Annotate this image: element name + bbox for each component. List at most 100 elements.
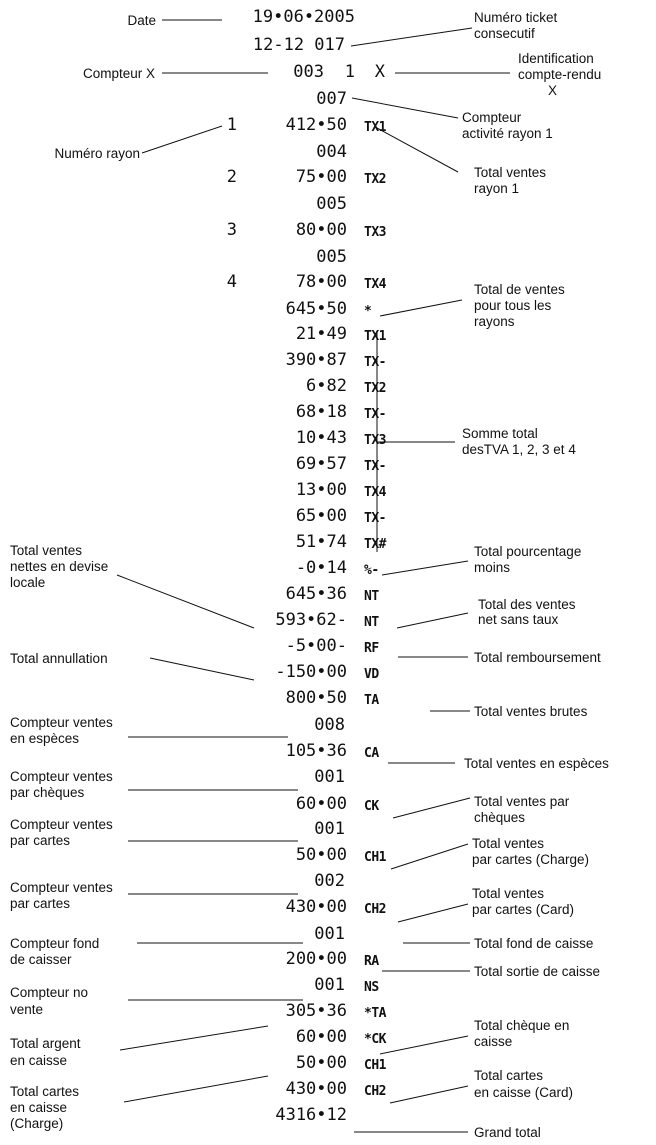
receipt-value: 10•43 <box>295 428 347 448</box>
label-cpt-fond-1: Compteur fond <box>10 936 100 951</box>
label-cartes-caisse-card-1: Total cartes <box>474 1068 544 1083</box>
label-sans-taux-1: Total des ventes <box>478 597 576 612</box>
receipt-value: 105•36 <box>285 741 347 761</box>
label-annullation: Total annullation <box>10 651 108 666</box>
label-activite-2: activité rayon 1 <box>462 126 553 141</box>
label-cpt-novente-1: Compteur no <box>10 985 89 1000</box>
receipt-value: 412•50 <box>285 115 347 135</box>
receipt-value: 68•18 <box>295 402 347 422</box>
receipt-value: 65•00 <box>295 506 347 526</box>
label-cartes-caisse-card-2: en caisse (Card) <box>474 1085 574 1100</box>
receipt-value: 002 <box>314 871 345 891</box>
label-ventes-nettes-2: nettes en devise <box>10 559 109 574</box>
label-pourcentage-2: moins <box>474 560 511 575</box>
receipt-value: 305•36 <box>285 1001 347 1021</box>
receipt-code: CA <box>364 746 379 761</box>
receipt-value: 005 <box>316 247 347 267</box>
receipt-code: CH1 <box>364 1058 386 1073</box>
label-cartes-charge-1: Total cartes <box>10 1084 80 1099</box>
label-cartes-card-1: Total ventes <box>472 886 545 901</box>
receipt-value: 001 <box>314 975 345 995</box>
receipt-code: TX2 <box>364 381 386 396</box>
receipt-code: TX- <box>364 355 386 370</box>
dept-number: 4 <box>226 272 237 292</box>
label-tous-rayons-2: pour tous les <box>474 298 552 313</box>
label-somme-tva-1: Somme total <box>462 426 538 441</box>
receipt-value: 50•00 <box>295 845 347 865</box>
dept-number: 3 <box>226 220 237 240</box>
receipt-value: 51•74 <box>295 532 347 552</box>
label-compteur-x: Compteur X <box>82 66 155 81</box>
receipt-value: 005 <box>316 194 347 214</box>
label-cpt-cartes2-1: Compteur ventes <box>10 880 113 895</box>
receipt-value: 75•00 <box>295 167 347 187</box>
receipt-code: %- <box>364 563 379 578</box>
receipt-code: TX3 <box>364 433 386 448</box>
label-numero-rayon: Numéro rayon <box>54 146 140 161</box>
label-tous-rayons-3: rayons <box>474 314 515 329</box>
receipt-code: TX1 <box>364 329 386 344</box>
receipt-code: CH2 <box>364 902 386 917</box>
label-especes: Total ventes en espèces <box>464 756 609 771</box>
receipt-code: TX2 <box>364 172 386 187</box>
compteur-x-mark: X <box>374 62 385 82</box>
receipt-code: NT <box>364 615 379 630</box>
receipt-value: 645•50 <box>285 299 347 319</box>
label-argent-2: en caisse <box>10 1053 68 1068</box>
label-ticket-1: Numéro ticket <box>474 10 558 25</box>
receipt-code: TX4 <box>364 277 386 292</box>
label-ident-2: compte-rendu <box>518 67 602 82</box>
receipt-value: 13•00 <box>295 480 347 500</box>
label-cartes-charge-2: en caisse <box>10 1100 68 1115</box>
receipt-code: CH1 <box>364 850 386 865</box>
receipt-code: NT <box>364 589 379 604</box>
receipt-code: TX4 <box>364 485 386 500</box>
label-cpt-cartes1-1: Compteur ventes <box>10 817 113 832</box>
label-argent-1: Total argent <box>10 1036 81 1051</box>
receipt-value: 593•62- <box>275 610 347 630</box>
receipt-value: 50•00 <box>295 1053 347 1073</box>
label-cpt-cartes2-2: par cartes <box>10 896 71 911</box>
receipt-value: 78•00 <box>295 272 347 292</box>
label-remboursement: Total remboursement <box>474 650 601 665</box>
receipt-date: 19•06•2005 <box>252 7 355 27</box>
receipt-value: 60•00 <box>295 1027 347 1047</box>
receipt-value: 390•87 <box>285 350 347 370</box>
label-ident-3: X <box>548 83 558 98</box>
label-cpt-novente-2: vente <box>10 1002 44 1017</box>
label-cheque-caisse-2: caisse <box>474 1034 513 1049</box>
receipt-value: 001 <box>314 819 345 839</box>
receipt-code: * <box>364 304 372 319</box>
receipt-value: 69•57 <box>295 454 347 474</box>
label-ventes-nettes-3: locale <box>10 575 46 590</box>
label-brutes: Total ventes brutes <box>474 704 588 719</box>
receipt-code: TX- <box>364 407 386 422</box>
receipt-value: 430•00 <box>285 1079 347 1099</box>
receipt-value: 008 <box>314 715 345 735</box>
receipt-value: -150•00 <box>275 662 347 682</box>
receipt-value: 4316•12 <box>275 1105 347 1125</box>
label-grand-total: Grand total <box>474 1125 541 1140</box>
receipt-ticket-number: 12-12 017 <box>252 35 345 55</box>
label-cartes-charge-3: (Charge) <box>10 1116 64 1131</box>
label-cpt-especes-1: Compteur ventes <box>10 715 113 730</box>
receipt-code: CH2 <box>364 1084 386 1099</box>
receipt-code: TX3 <box>364 225 386 240</box>
label-sans-taux-2: net sans taux <box>478 612 559 627</box>
dept-number: 2 <box>226 167 237 187</box>
receipt-code: TA <box>364 693 379 708</box>
receipt-value: 001 <box>314 924 345 944</box>
receipt-code: *CK <box>364 1032 386 1047</box>
label-cpt-cartes1-2: par cartes <box>10 833 71 848</box>
receipt-value: 645•36 <box>285 584 347 604</box>
receipt-code: RA <box>364 954 379 969</box>
label-ventes-rayon-2: rayon 1 <box>474 181 520 196</box>
receipt-value: -0•14 <box>295 558 347 578</box>
receipt-value: 80•00 <box>295 220 347 240</box>
label-ticket-2: consecutif <box>474 26 535 41</box>
receipt-code: RF <box>364 641 379 656</box>
receipt-code: TX- <box>364 459 386 474</box>
label-sortie: Total sortie de caisse <box>474 964 601 979</box>
label-cpt-fond-2: de caisser <box>10 952 72 967</box>
